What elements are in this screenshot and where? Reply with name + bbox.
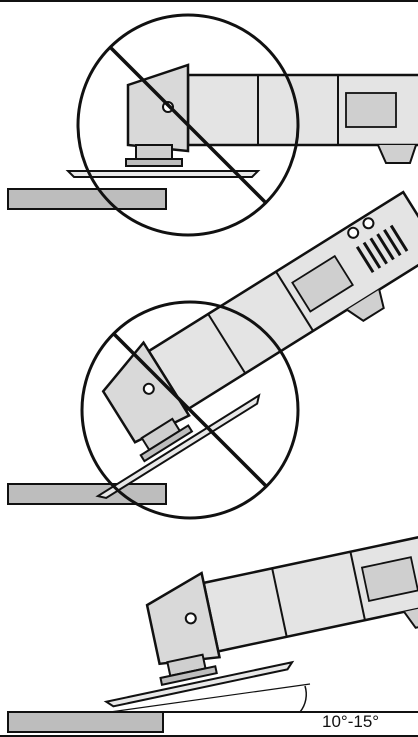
angle-indicator [109, 683, 418, 713]
angle-grinder-illustration [40, 182, 418, 503]
workpiece-block [7, 188, 167, 210]
angle-label: 10°-15° [322, 712, 380, 731]
angle-grinder-illustration [82, 509, 418, 710]
prohibition-icon [80, 300, 300, 520]
prohibition-icon [76, 13, 300, 237]
panel-correct-angle [7, 509, 418, 733]
panel-wrong-flat [7, 13, 418, 237]
workpiece-block [7, 483, 167, 505]
angle-grinder-illustration [66, 63, 418, 179]
workpiece-block [7, 711, 164, 733]
panel-wrong-steep [7, 182, 418, 520]
